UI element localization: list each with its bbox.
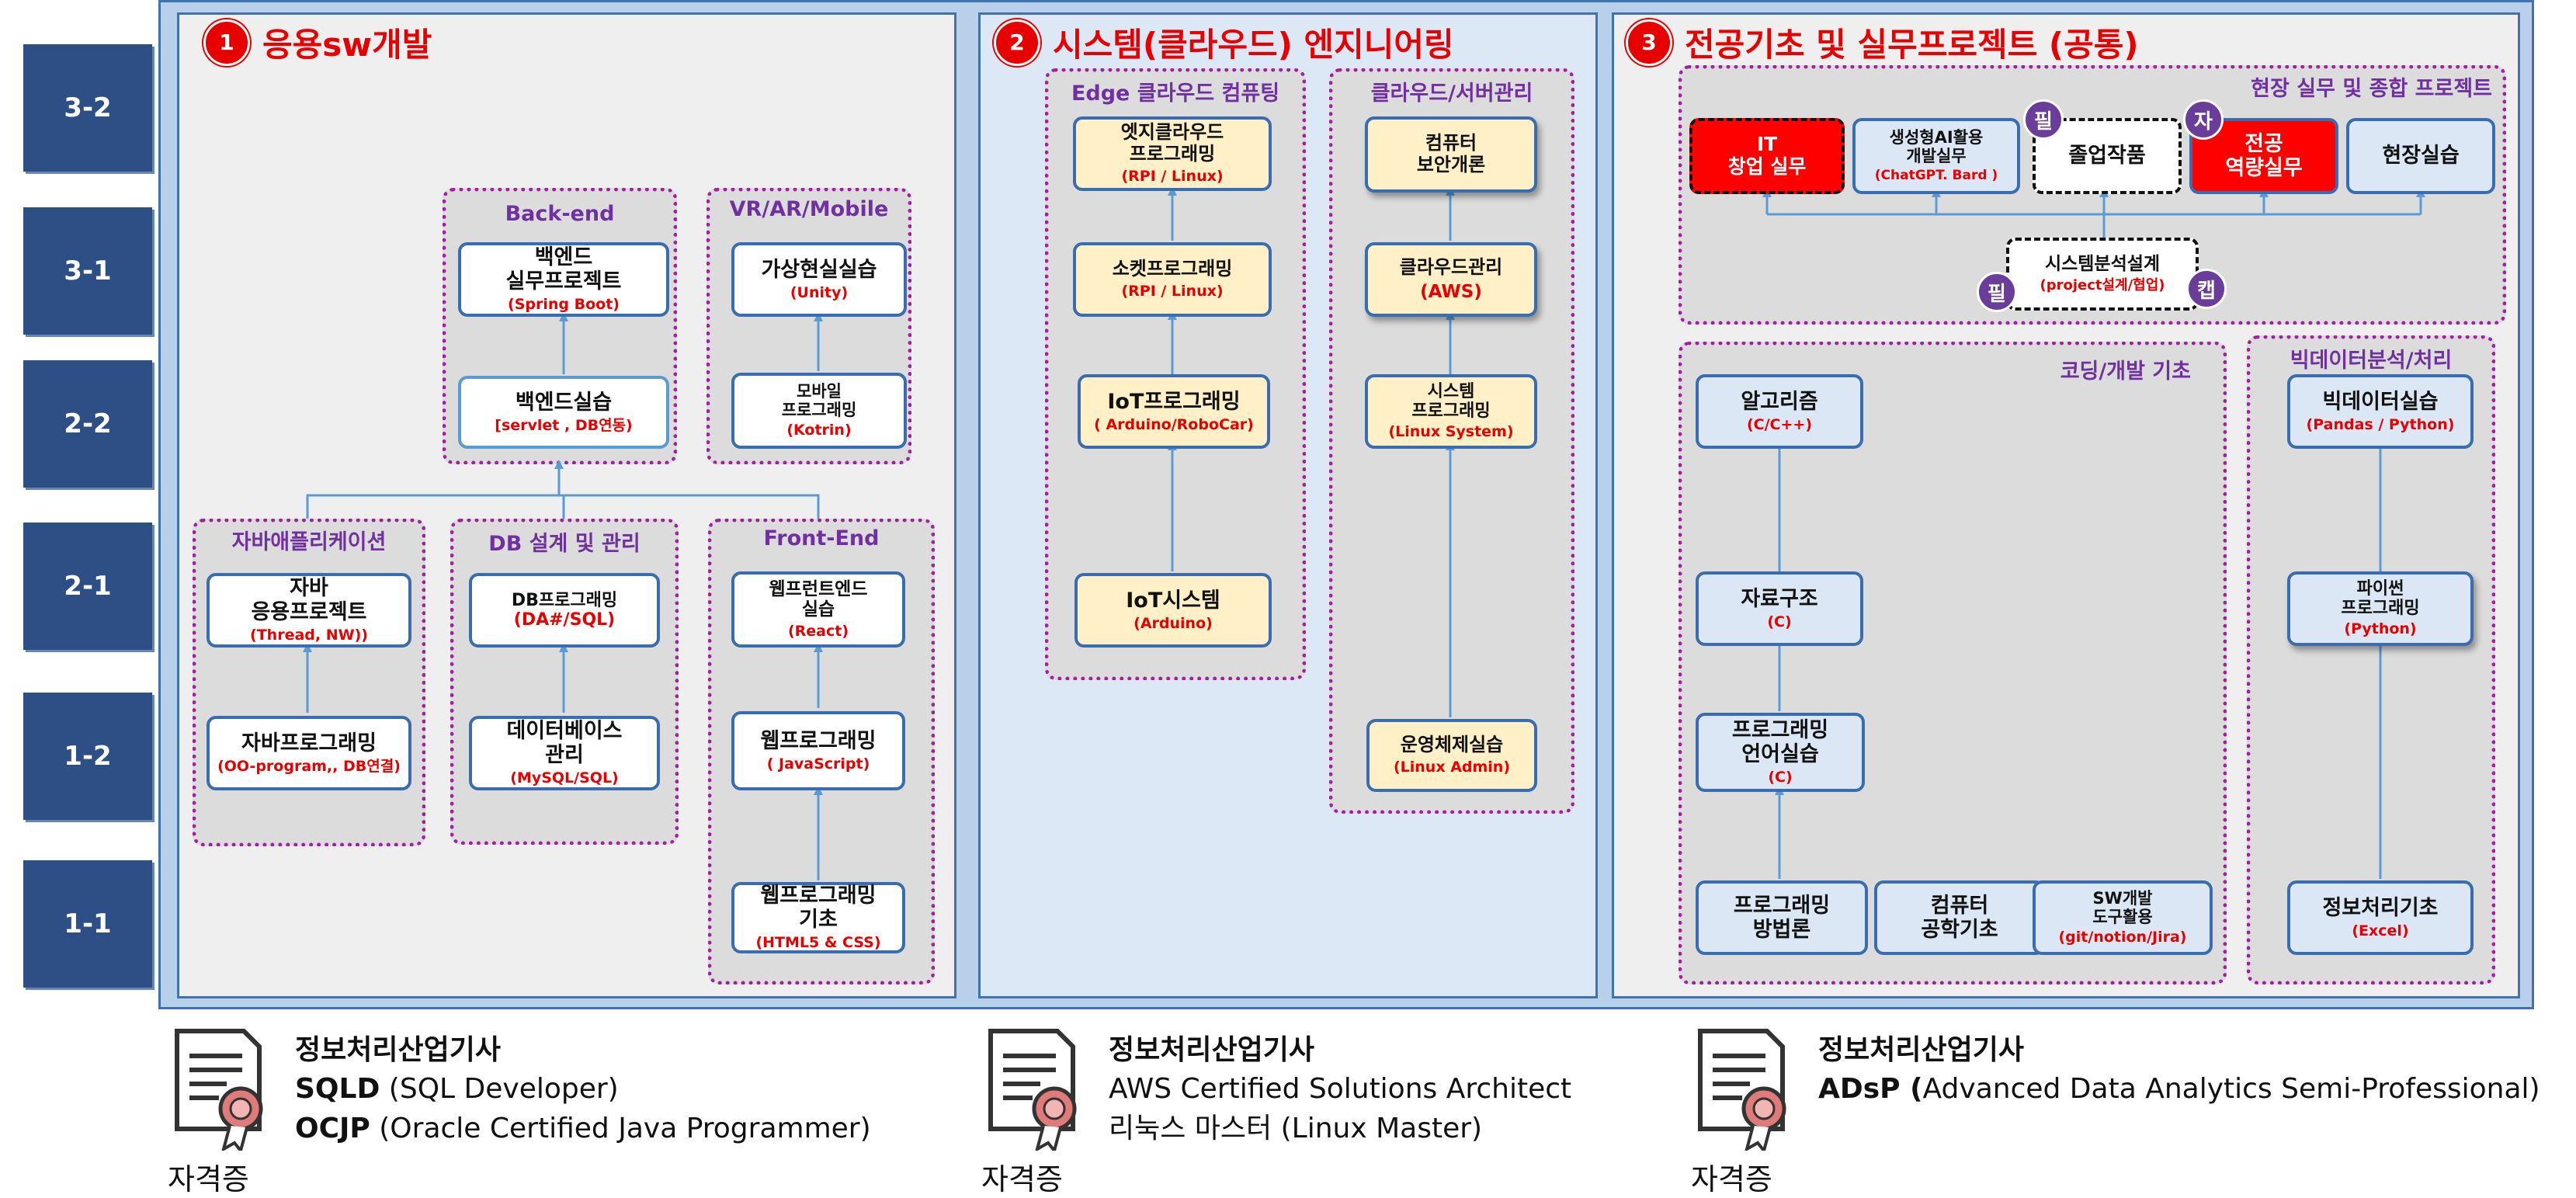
year-label: 1-2 <box>23 693 152 820</box>
course-mobile-programming: 모바일 프로그래밍 (Kotrin) <box>731 373 907 449</box>
course-major-competency: 전공 역량실무 <box>2189 118 2338 194</box>
course-java-programming: 자바프로그래밍 (OO-program,, DB연결) <box>207 716 411 790</box>
course-it-startup: IT 창업 실무 <box>1689 118 1845 194</box>
certificate-icon <box>175 1029 263 1151</box>
course-web-frontend-lab: 웹프런트엔드 실습 (React) <box>731 571 905 648</box>
course-vr-lab: 가상현실실습 (Unity) <box>731 242 907 317</box>
course-python-programming: 파이썬 프로그래밍 (Python) <box>2287 571 2474 646</box>
panel-title: 1 응용sw개발 <box>203 19 432 66</box>
course-cloud-management: 클라우드관리 (AWS) <box>1365 242 1537 317</box>
group-title: DB 설계 및 관리 <box>488 532 641 556</box>
group-title: 클라우드/서버관리 <box>1370 82 1533 106</box>
course-bigdata-lab: 빅데이터실습 (Pandas / Python) <box>2287 374 2474 449</box>
course-computer-security: 컴퓨터 보안개론 <box>1365 116 1537 193</box>
certificate-label: 자격증 <box>168 1162 249 1196</box>
certificate-label: 자격증 <box>981 1162 1063 1196</box>
course-programming-methodology: 프로그래밍 방법론 <box>1696 880 1868 955</box>
course-edge-cloud-programming: 엣지클라우드 프로그래밍 (RPI / Linux) <box>1073 116 1272 191</box>
course-java-project: 자바 응용프로젝트 (Thread, NW)) <box>207 573 411 648</box>
year-label: 2-2 <box>23 360 152 488</box>
elective-badge: 자 <box>2183 99 2224 140</box>
course-web-programming: 웹프로그래밍 ( JavaScript) <box>731 711 905 790</box>
course-computer-engineering-basics: 컴퓨터 공학기초 <box>1874 880 2045 955</box>
year-label: 2-1 <box>23 523 152 650</box>
course-web-basics: 웹프로그래밍 기초 (HTML5 & CSS) <box>731 882 905 953</box>
panel-title-text: 전공기초 및 실무프로젝트 (공통) <box>1685 26 2139 64</box>
panel-title: 2 시스템(클라우드) 엔지니어링 <box>994 19 1454 66</box>
group-title: Back-end <box>505 202 615 226</box>
course-system-analysis-design: 시스템분석설계 (project설계/협업) <box>2006 238 2199 311</box>
course-generative-ai: 생성형AI활용 개발실무 (ChatGPT. Bard ) <box>1852 118 2020 194</box>
panel-number: 2 <box>994 19 1040 66</box>
course-field-practice: 현장실습 <box>2346 118 2495 194</box>
group-title: Front-End <box>763 526 880 550</box>
course-iot-programming: IoT프로그래밍 ( Arduino/RoboCar) <box>1078 374 1270 449</box>
group-coding-basics <box>1679 342 2227 984</box>
group-title: VR/AR/Mobile <box>729 197 889 221</box>
required-badge: 필 <box>2023 99 2064 140</box>
course-system-programming: 시스템 프로그래밍 (Linux System) <box>1365 374 1537 449</box>
panel-title-text: 응용sw개발 <box>262 26 432 64</box>
course-iot-system: IoT시스템 (Arduino) <box>1074 573 1272 648</box>
group-title: 현장 실무 및 종합 프로젝트 <box>2251 77 2492 101</box>
course-db-management: 데이터베이스 관리 (MySQL/SQL) <box>469 716 660 790</box>
certificate-label: 자격증 <box>1691 1162 1772 1196</box>
group-title: 코딩/개발 기초 <box>2060 359 2191 384</box>
group-title: Edge 클라우드 컴퓨팅 <box>1071 82 1280 106</box>
year-label: 3-1 <box>23 207 152 335</box>
year-label: 3-2 <box>23 44 152 172</box>
panel-title-text: 시스템(클라우드) 엔지니어링 <box>1053 26 1454 64</box>
certificate-icon <box>988 1029 1077 1151</box>
course-backend-project: 백엔드 실무프로젝트 (Spring Boot) <box>458 242 669 317</box>
course-db-programming: DB프로그래밍(DA#/SQL) <box>469 573 660 648</box>
certificate-list: 정보처리산업기사 SQLD (SQL Developer) OCJP (Orac… <box>295 1034 871 1144</box>
group-title: 빅데이터분석/처리 <box>2290 349 2453 373</box>
course-algorithm: 알고리즘 (C/C++) <box>1696 374 1863 449</box>
certificate-list: 정보처리산업기사 ADsP (Advanced Data Analytics S… <box>1818 1034 2540 1106</box>
panel-title: 3 전공기초 및 실무프로젝트 (공통) <box>1626 19 2139 66</box>
panel-number: 1 <box>203 19 250 66</box>
course-data-structure: 자료구조 (C) <box>1696 571 1863 646</box>
group-title: 자바애플리케이션 <box>231 530 387 554</box>
course-socket-programming: 소켓프로그래밍 (RPI / Linux) <box>1073 242 1272 317</box>
course-info-processing-basics: 정보처리기초 (Excel) <box>2287 880 2474 955</box>
certificate-icon <box>1698 1029 1786 1151</box>
year-label: 1-1 <box>23 860 152 988</box>
required-badge: 필 <box>1977 272 2017 312</box>
course-backend-lab: 백엔드실습 [servlet , DB연동) <box>458 376 669 449</box>
course-sw-dev-tools: SW개발 도구활용 (git/notion/Jira) <box>2033 880 2213 955</box>
course-os-lab: 운영체제실습 (Linux Admin) <box>1366 719 1537 792</box>
course-programming-language-lab: 프로그래밍 언어실습 (C) <box>1696 713 1865 792</box>
certificate-list: 정보처리산업기사 AWS Certified Solutions Archite… <box>1109 1034 1572 1144</box>
panel-number: 3 <box>1626 19 1672 66</box>
capstone-badge: 캡 <box>2186 269 2227 309</box>
